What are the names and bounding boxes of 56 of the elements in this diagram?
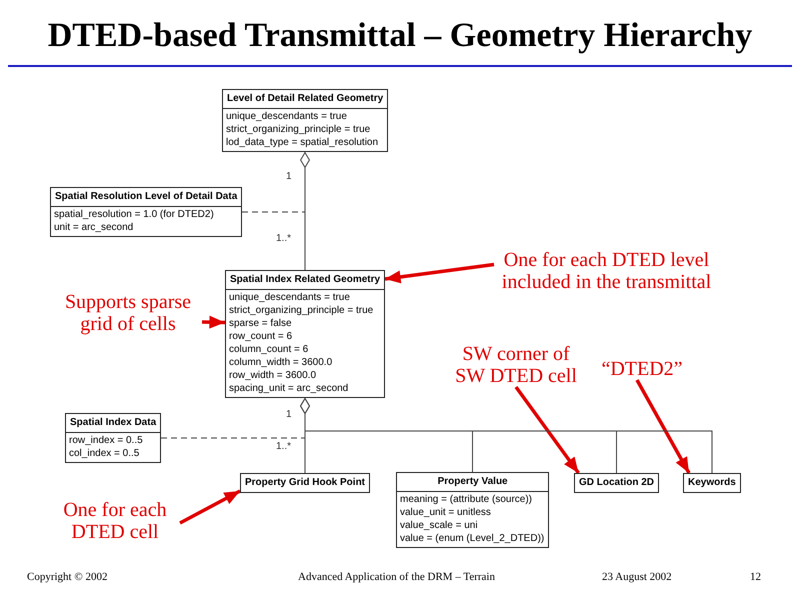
class-name: GD Location 2D [578, 476, 656, 490]
class-name: Spatial Resolution Level of Detail Data [51, 188, 242, 207]
attribute-text: value = (enum (Level_2_DTED)) [399, 532, 546, 545]
class-box [65, 413, 162, 463]
attribute-text: unique_descendants = true [225, 110, 348, 123]
attribute-text: col_index = 0..5 [68, 447, 140, 460]
multiplicity-label: 1..* [276, 233, 292, 245]
multiplicity-label: 1 [286, 171, 292, 183]
attribute-text: unique_descendants = true [228, 291, 351, 304]
class-box [683, 473, 741, 493]
annotation-text: One for each DTED level included in the transmittal [494, 249, 719, 293]
aggregation-line [300, 152, 310, 270]
page-number: 12 [750, 571, 761, 584]
slide-title: DTED-based Transmittal – Geometry Hierarchy [46, 16, 754, 56]
attribute-text: row_width = 3600.0 [228, 369, 318, 382]
class-name: Keywords [687, 476, 737, 490]
class-box [574, 473, 660, 493]
class-name: Spatial Index Data [66, 414, 160, 433]
class-box [222, 89, 388, 152]
multiplicity-label: 1..* [276, 441, 292, 453]
aggregation-line [300, 398, 712, 474]
attribute-text: strict_organizing_principle = true [228, 304, 374, 317]
attribute-text: sparse = false [228, 317, 293, 330]
arrow [179, 489, 241, 525]
class-name: Property Grid Hook Point [244, 476, 366, 490]
multiplicity-label: 1 [286, 409, 292, 421]
arrow [635, 379, 691, 474]
arrow [202, 316, 226, 329]
class-name: Property Value [397, 473, 548, 492]
date-text: 23 August 2002 [602, 571, 672, 584]
attribute-text: spacing_unit = arc_second [228, 382, 350, 395]
class-box [225, 270, 386, 398]
arrow [514, 386, 580, 474]
attribute-text: value_unit = unitless [399, 506, 492, 519]
class-box [396, 472, 550, 548]
attribute-text: row_count = 6 [228, 330, 294, 343]
arrow [384, 262, 494, 284]
attribute-text: strict_organizing_principle = true [225, 123, 372, 136]
attribute-text: row_index = 0..5 [68, 434, 144, 447]
attribute-text: column_count = 6 [228, 343, 310, 356]
class-box [240, 473, 370, 493]
attribute-text: column_width = 3600.0 [228, 356, 334, 369]
attribute-text: spatial_resolution = 1.0 (for DTED2) [53, 208, 215, 221]
annotation-text: One for each DTED cell [50, 499, 180, 543]
attribute-text: lod_data_type = spatial_resolution [225, 136, 380, 149]
class-name: Level of Detail Related Geometry [223, 90, 388, 109]
class-name: Spatial Index Related Geometry [226, 271, 384, 290]
attribute-text: unit = arc_second [53, 221, 134, 234]
annotation-text: SW corner of SW DTED cell [448, 343, 584, 387]
attribute-text: value_scale = uni [399, 519, 479, 532]
annotation-text: “DTED2” [592, 358, 692, 380]
class-box [50, 187, 242, 237]
footer-text: Copyright © 2002 [27, 571, 108, 584]
footer-text: Advanced Application of the DRM – Terrain [298, 571, 495, 584]
annotation-text: Supports sparse grid of cells [54, 291, 202, 335]
attribute-text: meaning = (attribute (source)) [399, 493, 534, 506]
